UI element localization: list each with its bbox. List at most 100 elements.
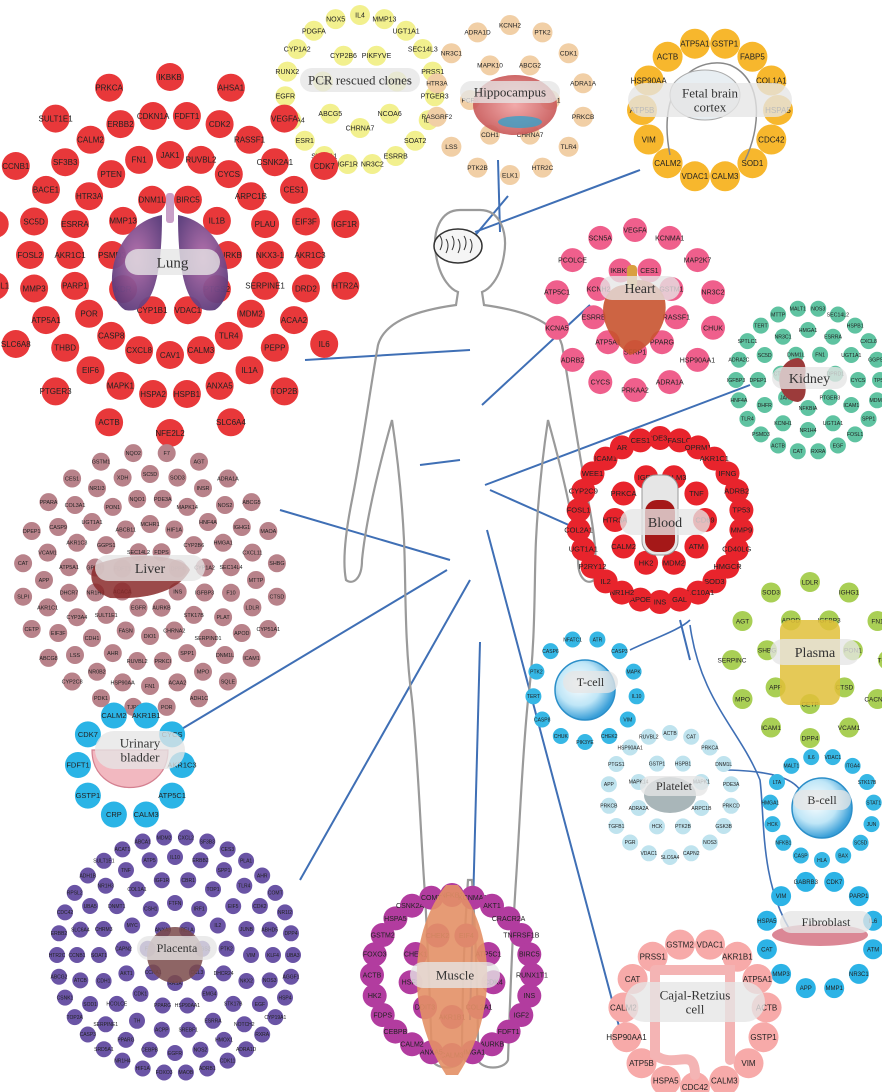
gene-node: CYCS [215, 160, 243, 188]
gene-label: GSTP1 [76, 791, 101, 800]
gene-label: BCL2L1 [0, 282, 10, 291]
gene-label: CYP2B6 [330, 53, 357, 60]
gene-label: HSPB1 [174, 390, 201, 399]
gene-node: HSP90AA1 [680, 348, 716, 372]
cluster-bcell: VDAC1ITGA4STK17BSTAT1JUNSC5DBAXHLACASPNF… [761, 749, 881, 868]
gene-label: CDK7 [314, 162, 336, 171]
gene-label: GSTP1 [649, 761, 666, 767]
gene-node: UGT1A1 [823, 415, 843, 431]
gene-label: ACAT1 [115, 847, 131, 853]
gene-node: FN1 [125, 146, 153, 174]
gene-label: HCOLCE [106, 1002, 128, 1008]
gene-label: PTK2 [530, 669, 543, 675]
gene-label: HSPA5 [757, 919, 777, 925]
gene-label: MMP3 [23, 284, 47, 293]
cluster-title: Placenta [157, 941, 198, 955]
gene-label: CBR1 [182, 878, 196, 884]
gene-label: GAL [672, 595, 687, 604]
gene-node: UBA5 [82, 898, 98, 914]
gene-node: PTEN [97, 160, 125, 188]
gene-label: IL10 [170, 855, 180, 861]
gene-node: NR1H4 [799, 422, 816, 438]
gene-label: TGFB1 [878, 657, 882, 664]
gene-label: NOS3 [263, 978, 277, 984]
gene-label: IL6 [808, 755, 815, 761]
gene-node: IGF1R [337, 154, 358, 174]
gene-label: HSP90AA1 [617, 745, 643, 751]
gene-node: ACTB [770, 438, 786, 454]
gene-node: CYP2B6 [183, 536, 204, 554]
gene-node: EIF3F [49, 624, 67, 642]
gene-node: DNM1L [216, 646, 234, 664]
gene-node: CXCL2 [178, 830, 194, 846]
gene-node: BIRC5 [174, 186, 202, 214]
gene-label: CACNA2 [864, 696, 882, 703]
gene-node: AKR1C1 [37, 598, 58, 616]
gene-node: SF3B3 [199, 834, 215, 850]
gene-node: TLR4 [739, 411, 755, 427]
gene-label: UGT1A1 [82, 520, 103, 526]
gene-node: TGFB1 [608, 818, 624, 834]
gene-node: CHRNA2 [163, 622, 185, 640]
gene-node: SERPINE1 [93, 1016, 118, 1032]
gene-label: NR3C2 [361, 161, 384, 168]
gene-node: SLC6A4 [216, 408, 246, 436]
gene-node: CHUK [701, 316, 725, 340]
gene-label: CHRNA7 [346, 125, 375, 132]
gene-label: CASP6 [542, 649, 559, 655]
gene-node: POR [75, 300, 103, 328]
gene-label: PTK2B [675, 824, 692, 830]
cluster-title: Kidney [789, 372, 830, 387]
gene-node: AHR [104, 644, 122, 662]
gene-label: HSPB1 [675, 761, 692, 767]
gene-label: CASP8 [534, 717, 551, 723]
gene-node: BCL2L1 [0, 272, 10, 300]
gene-node: PDE3A [154, 490, 172, 508]
gene-label: MMP9 [731, 526, 753, 535]
gene-label: SOD3 [170, 476, 185, 482]
gene-node: SLC6A4 [71, 922, 90, 938]
gene-label: PLA1 [240, 859, 252, 865]
gene-label: TGFB1 [608, 824, 624, 830]
gene-node: PIKFYVE [362, 46, 392, 66]
gene-node: SOAT2 [404, 131, 427, 151]
gene-node: ACTB [653, 42, 683, 72]
gene-label: ATP5C1 [544, 290, 570, 297]
gene-label: FDFT1 [66, 761, 89, 770]
gene-node: ITGA4 [845, 758, 861, 774]
gene-node: FN1 [141, 677, 159, 695]
gene-label: AHR [257, 873, 268, 879]
gene-node: EIF3F [292, 208, 320, 236]
gene-label: ABCB11 [116, 527, 136, 533]
gene-node: VEGFA [623, 218, 647, 242]
gene-node: HMGA1 [761, 795, 779, 811]
gene-node: PTK2 [219, 941, 235, 957]
gene-node: EGFR [275, 86, 295, 106]
gene-label: SC5D [758, 353, 772, 359]
gene-node: MDM2 [156, 830, 172, 846]
gene-label: ABCG2 [51, 974, 68, 980]
gene-node: F7 [158, 444, 176, 462]
gene-label: ESRRA [824, 335, 842, 341]
gene-label: SERPINE1 [93, 1022, 118, 1028]
gene-node: FOSL1 [847, 426, 864, 442]
gene-label: CHUK [554, 734, 569, 740]
gene-node: ERBB2 [192, 852, 209, 868]
gene-label: APOD [234, 631, 249, 637]
gene-node: CAT [790, 443, 806, 459]
gene-node: CDK7 [824, 872, 844, 892]
gene-node: CAPN2 [683, 845, 700, 861]
gene-label: DRD2 [295, 284, 317, 293]
gene-node: GSTP1 [749, 1022, 779, 1052]
gene-label: HNF4A [199, 520, 217, 526]
gene-label: AKR1B1 [132, 711, 161, 720]
gene-label: VDAC1 [640, 851, 657, 857]
gene-label: CAT [625, 975, 641, 984]
gene-node: BAX [835, 848, 851, 864]
gene-node-circle [0, 210, 9, 238]
gene-node: CALM3 [709, 1066, 739, 1092]
gene-node: SERPIND1 [195, 629, 222, 647]
gene-label: IFNG [719, 469, 737, 478]
gene-node: ADRA1D [464, 22, 491, 42]
gene-node: NCOA6 [378, 104, 402, 124]
